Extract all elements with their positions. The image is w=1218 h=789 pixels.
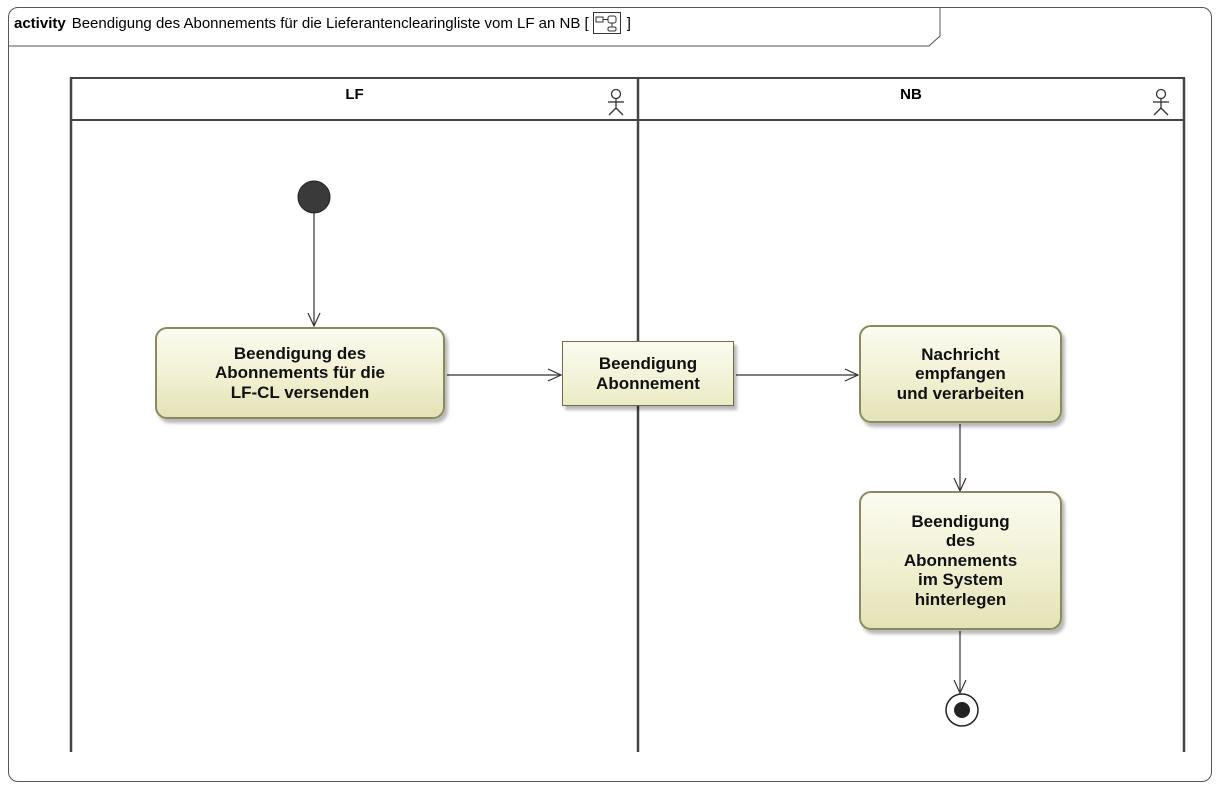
frame-tab-outline <box>9 8 941 47</box>
action-label-line: Nachricht <box>921 344 1000 364</box>
action-receive-message[interactable]: Nachricht empfangen und verarbeiten <box>859 325 1062 423</box>
action-store-termination[interactable]: Beendigung des Abonnements im System hin… <box>859 491 1062 630</box>
lane-title-lf: LF <box>345 86 364 103</box>
action-label-line: empfangen <box>915 364 1006 384</box>
arrowhead <box>307 312 321 328</box>
edges <box>307 213 967 695</box>
lane-title-nb: NB <box>900 86 922 103</box>
actor-icon <box>1153 88 1169 116</box>
diagram-frame <box>8 7 1212 782</box>
activity-final-node-core <box>954 702 970 718</box>
frame-title-close: ] <box>626 15 631 32</box>
action-label-line: Beendigung <box>911 511 1010 531</box>
action-label-line: und verarbeiten <box>896 383 1025 403</box>
actor-icon <box>608 88 624 116</box>
frame-title: activity Beendigung des Abonnements für d… <box>14 11 631 45</box>
object-label-line: Abonnement <box>596 373 700 393</box>
object-node-termination-message[interactable]: Beendigung Abonnement <box>562 341 734 406</box>
arrowhead <box>547 368 563 382</box>
action-label-line: des <box>945 531 976 551</box>
action-label-line: LF-CL versenden <box>230 382 370 402</box>
action-label-line: Abonnements <box>903 550 1018 570</box>
activity-diagram-icon <box>592 11 621 34</box>
initial-node <box>297 180 331 214</box>
action-send-termination[interactable]: Beendigung des Abonnements für die LF-CL… <box>155 327 445 419</box>
action-label-line: Beendigung des <box>233 343 367 363</box>
action-label-line: hinterlegen <box>914 589 1007 609</box>
arrowhead <box>953 679 967 695</box>
action-label-line: im System <box>917 570 1004 590</box>
frame-title-text: Beendigung des Abonnements für die Liefe… <box>71 15 589 32</box>
arrowhead <box>844 368 860 382</box>
frame-keyword: activity <box>14 15 66 32</box>
action-label-line: Abonnements für die <box>214 363 385 383</box>
object-label-line: Beendigung <box>598 354 698 373</box>
